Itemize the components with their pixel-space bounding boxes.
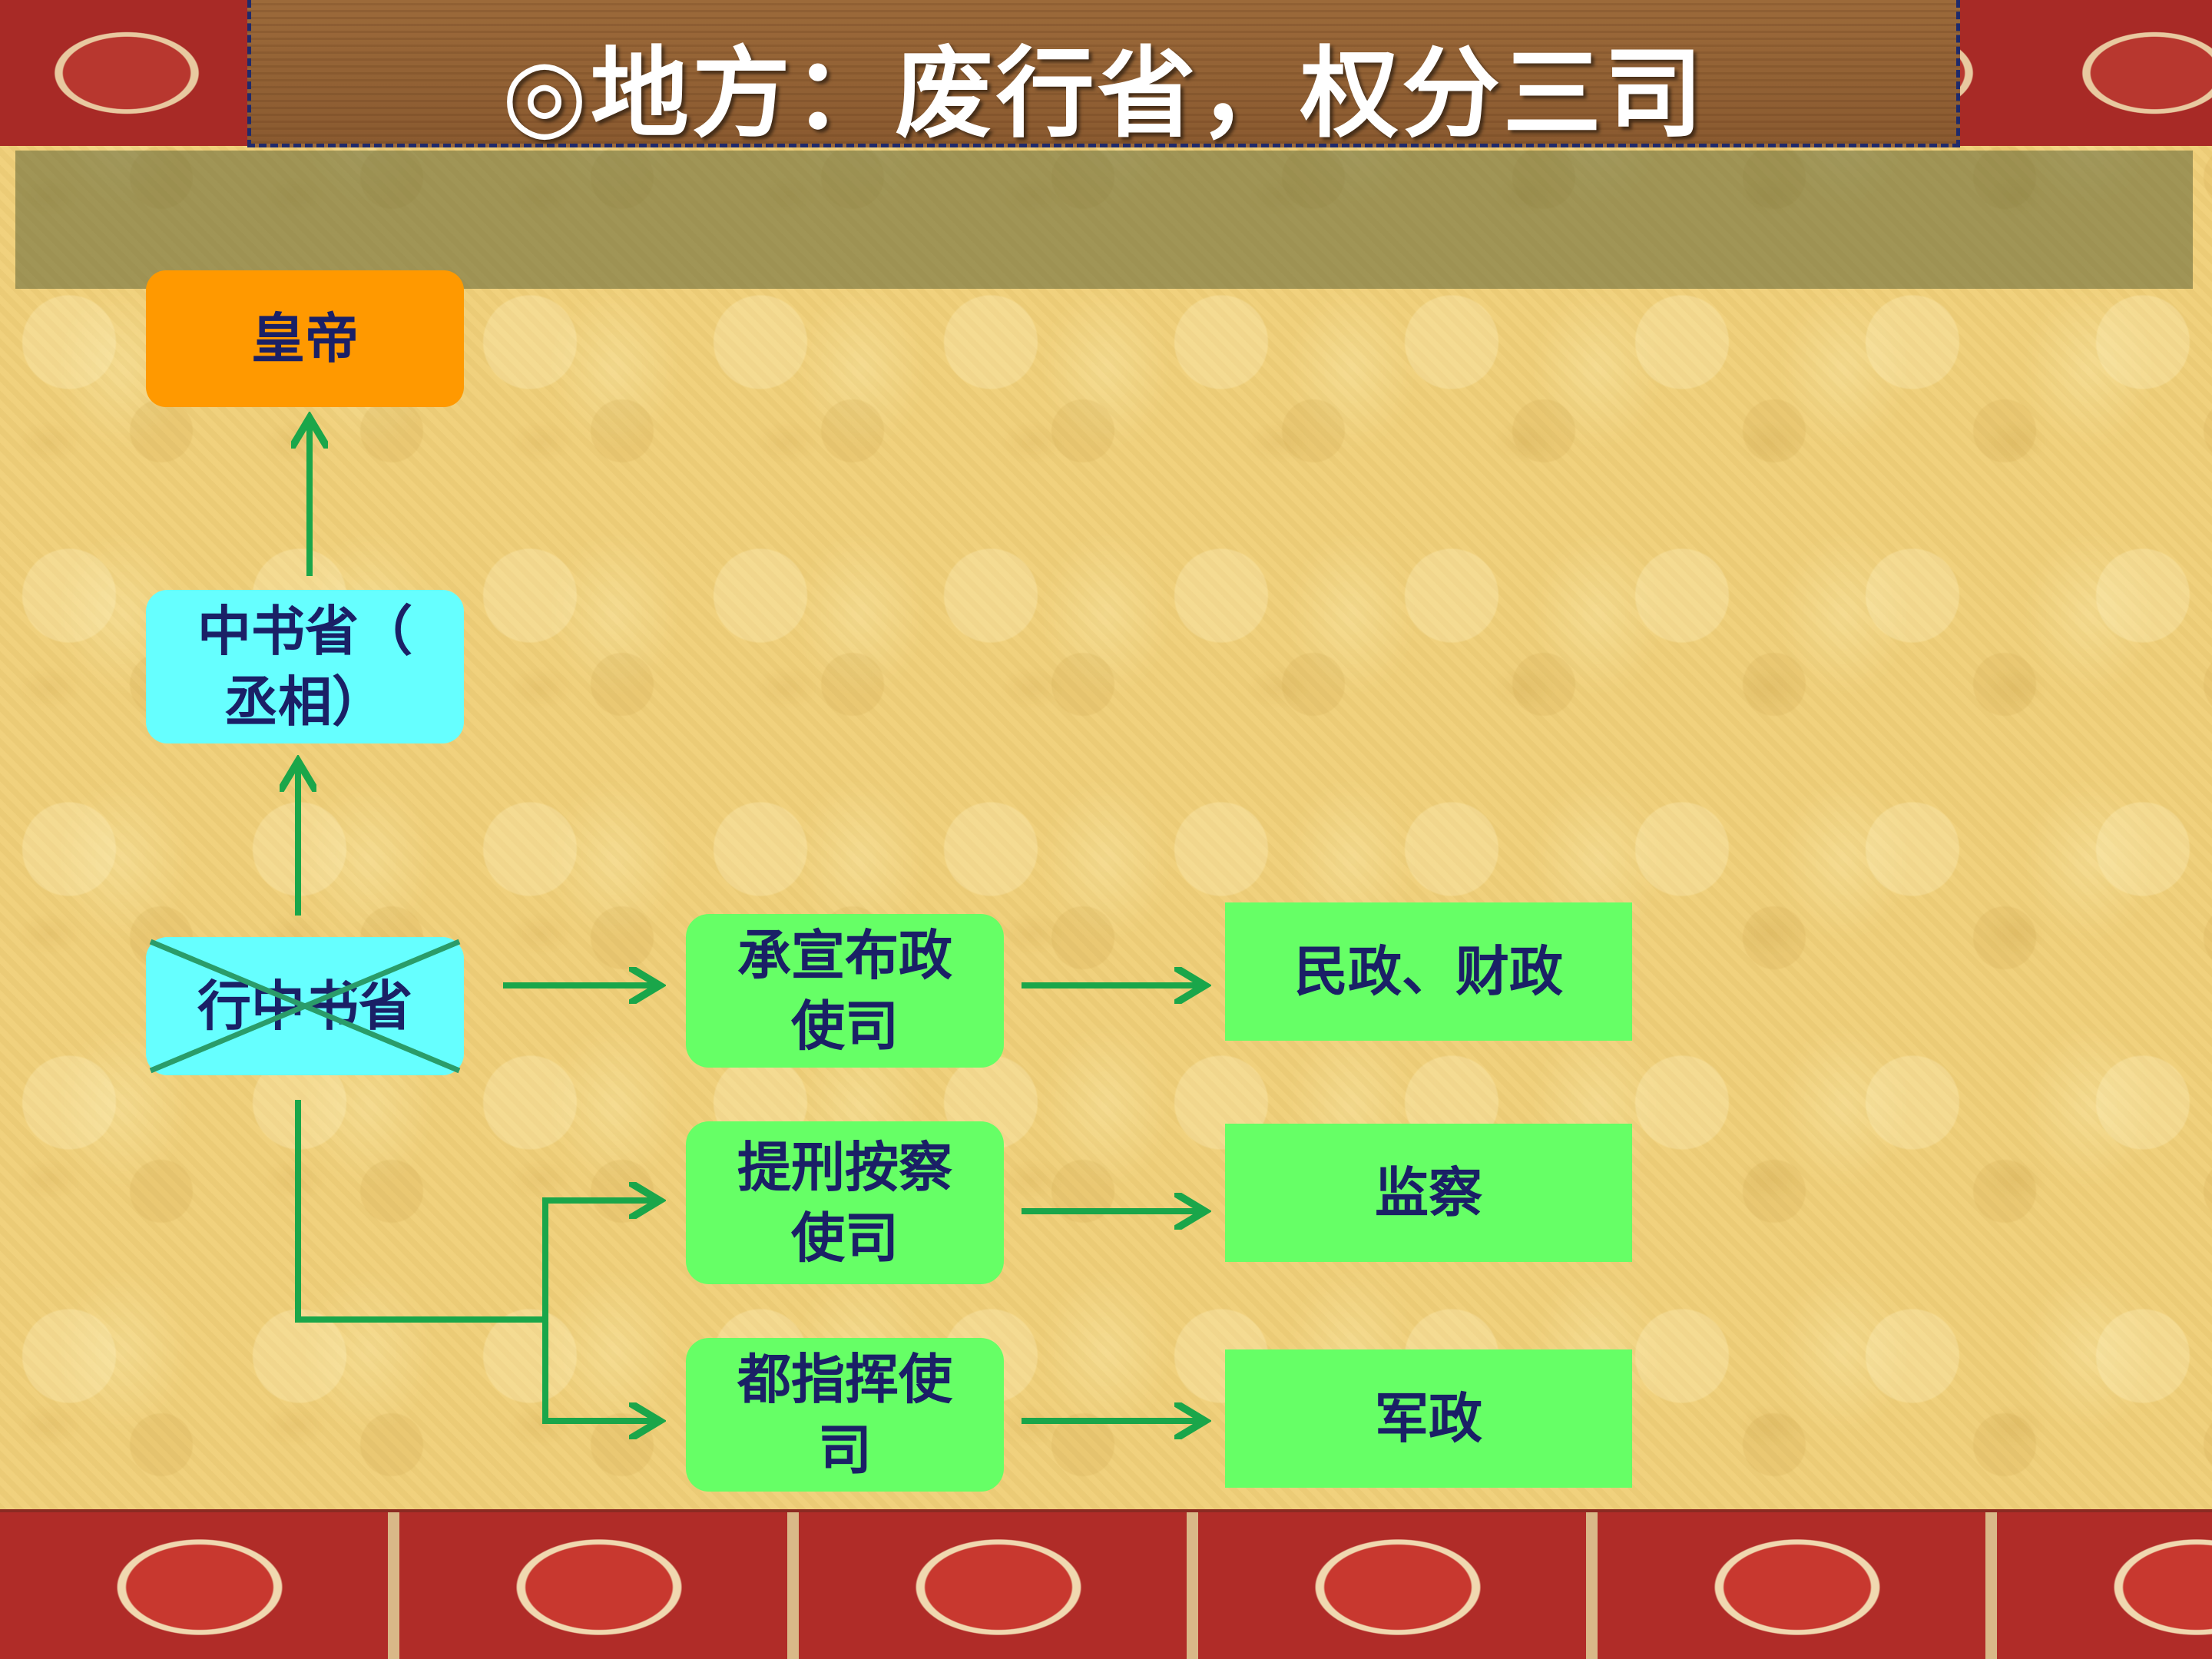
slide-title: ◎地方：废行省，权分三司 — [502, 37, 1706, 151]
emperor-label: 皇帝 — [251, 306, 359, 370]
chengxuan-label-line1: 承宣布政 — [737, 923, 952, 987]
supervision-box: 监察 — [1225, 1124, 1632, 1262]
emperor-box: 皇帝 — [146, 270, 464, 407]
zhongshu-label-line1: 中书省（ — [197, 599, 412, 663]
duzhihui-label-line2: 司 — [818, 1418, 872, 1482]
bottom-ornamental-border — [0, 1509, 2212, 1659]
chengxuan-label-line2: 使司 — [791, 994, 899, 1058]
military-label: 军政 — [1375, 1386, 1482, 1450]
branch-line — [295, 1100, 545, 1323]
title-bar: ◎地方：废行省，权分三司 — [247, 0, 1960, 151]
tixing-box: 提刑按察 使司 — [686, 1121, 1004, 1284]
duzhihui-label-line1: 都指挥使 — [737, 1347, 952, 1411]
civil-finance-box: 民政、财政 — [1225, 902, 1632, 1041]
chengxuan-box: 承宣布政 使司 — [686, 914, 1004, 1068]
xingsheng-box: 行中书省 — [146, 937, 464, 1075]
strike-cross — [149, 939, 461, 1074]
duzhihui-box: 都指挥使 司 — [686, 1338, 1004, 1492]
tixing-label-line2: 使司 — [791, 1206, 899, 1270]
civil-finance-label: 民政、财政 — [1294, 939, 1563, 1003]
zhongshu-box: 中书省（ 丞相） — [146, 590, 464, 743]
supervision-label: 监察 — [1375, 1161, 1482, 1224]
military-box: 军政 — [1225, 1349, 1632, 1488]
tixing-label-line1: 提刑按察 — [737, 1135, 952, 1199]
olive-header-band — [15, 151, 2193, 289]
zhongshu-label-line2: 丞相） — [224, 670, 386, 733]
